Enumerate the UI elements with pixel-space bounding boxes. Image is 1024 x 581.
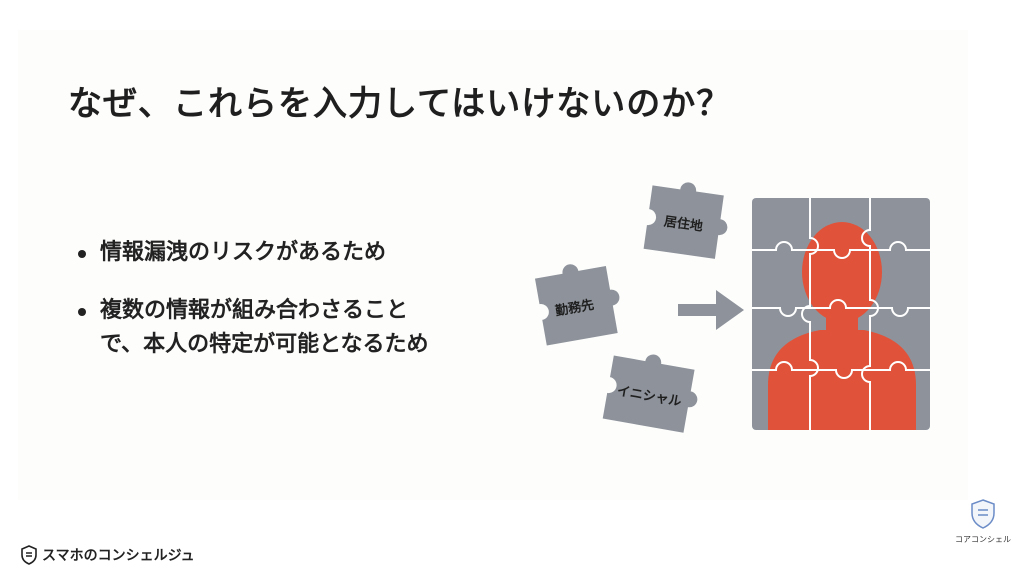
puzzle-portrait (752, 198, 930, 430)
puzzle-piece-initials: イニシャル (602, 354, 698, 433)
bullet-list: 情報漏洩のリスクがあるため 複数の情報が組み合わさること で、本人の特定が可能と… (78, 236, 480, 386)
puzzle-piece-residence: 居住地 (643, 182, 728, 259)
slide-title: なぜ、これらを入力してはいけないのか？ (68, 84, 732, 124)
bullet-dot-icon (78, 308, 86, 316)
puzzle-piece-workplace: 勤務先 (534, 264, 620, 346)
bullet-dot-icon (78, 250, 86, 258)
puzzle-illustration: 居住地 勤務先 イニシャル (534, 182, 930, 433)
shield-logo-icon (971, 499, 995, 529)
puzzle-label-residence: 居住地 (663, 213, 704, 234)
bullet-text: 情報漏洩のリスクがあるため (100, 240, 387, 265)
bullet-text: 複数の情報が組み合わさること で、本人の特定が可能となるため (100, 298, 429, 357)
footer-brand-left-text: スマホのコンシェルジュ (42, 548, 195, 564)
puzzle-grid-lines (752, 198, 930, 430)
shield-logo-icon (21, 545, 37, 565)
puzzle-label-workplace: 勤務先 (554, 297, 595, 320)
footer-brand-left: スマホのコンシェルジュ (20, 545, 195, 565)
footer-brand-right: コアコンシェル (952, 498, 1014, 545)
bullet-item: 複数の情報が組み合わさること で、本人の特定が可能となるため (78, 294, 480, 362)
person-silhouette-icon (768, 222, 916, 430)
arrow-right-icon (678, 290, 744, 330)
footer-brand-right-text: コアコンシェル (955, 535, 1011, 544)
bullet-item: 情報漏洩のリスクがあるため (78, 236, 480, 270)
